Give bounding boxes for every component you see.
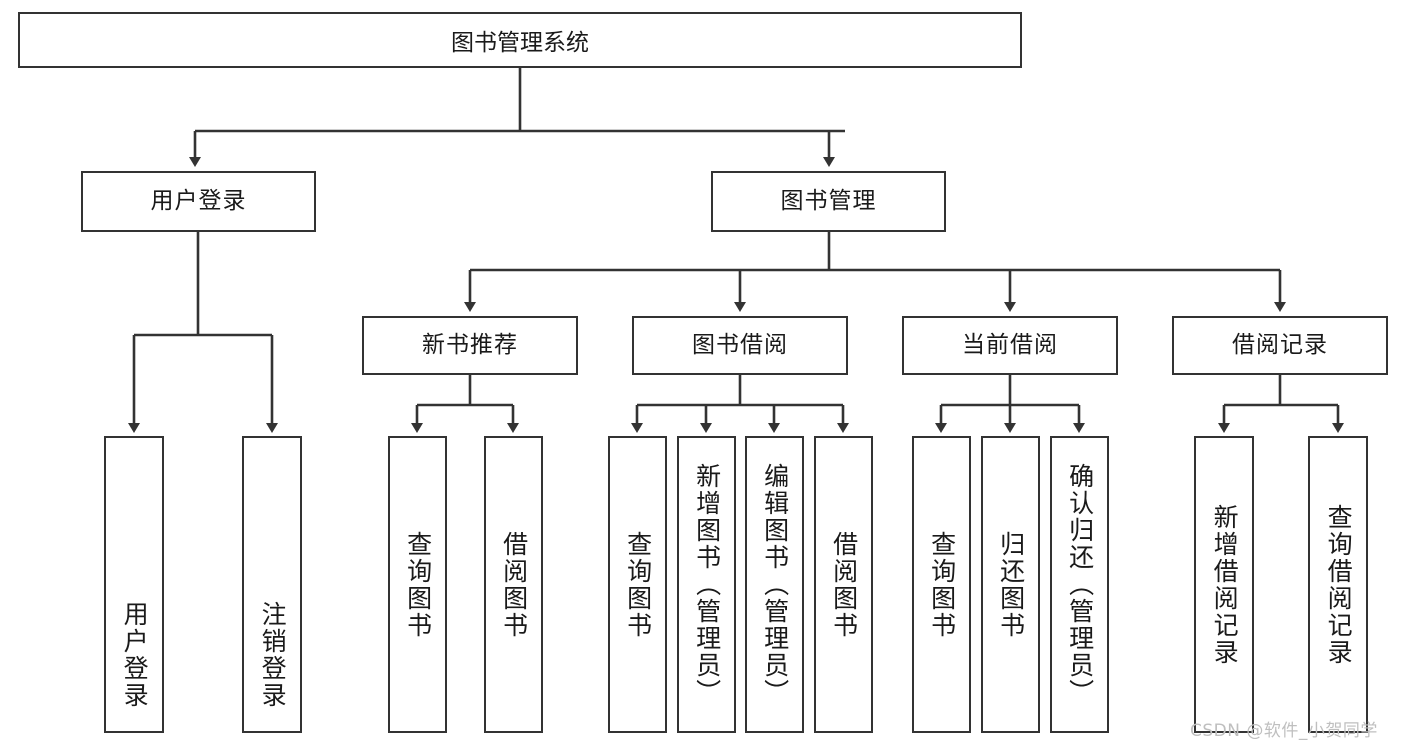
csdn-watermark: CSDN @软件_小贺同学 [1190,721,1378,741]
node-current-borrow[interactable]: 当前借阅 [902,316,1118,375]
leaf-bb-query-book[interactable]: 查询图书 [608,436,667,733]
leaf-nb-query-book-label: 查询图书 [403,530,433,639]
node-current-borrow-label: 当前借阅 [962,331,1058,358]
leaf-cb-return-book[interactable]: 归还图书 [981,436,1040,733]
node-root-system[interactable]: 图书管理系统 [18,12,1022,68]
node-borrow-record-label: 借阅记录 [1232,331,1328,358]
leaf-br-query-record[interactable]: 查询借阅记录 [1308,436,1368,733]
leaf-cb-query-book[interactable]: 查询图书 [912,436,971,733]
node-new-book-recommend[interactable]: 新书推荐 [362,316,578,375]
leaf-user-login-label: 用户登录 [120,601,150,709]
leaf-bb-add-book-label: 新增图书（管理员） [692,463,722,706]
leaf-bb-query-book-label: 查询图书 [623,530,653,639]
leaf-cb-confirm-return[interactable]: 确认归还（管理员） [1050,436,1109,733]
node-book-borrow-label: 图书借阅 [692,331,788,358]
leaf-br-add-record-label: 新增借阅记录 [1210,503,1240,666]
leaf-bb-borrow-book-label: 借阅图书 [829,530,859,639]
node-user-login-label: 用户登录 [150,187,247,214]
leaf-nb-borrow-book-label: 借阅图书 [499,530,529,639]
node-root-label: 图书管理系统 [451,30,589,56]
node-book-manage-label: 图书管理 [780,187,877,214]
leaf-bb-edit-book[interactable]: 编辑图书（管理员） [745,436,804,733]
node-new-book-recommend-label: 新书推荐 [422,331,518,358]
leaf-nb-borrow-book[interactable]: 借阅图书 [484,436,543,733]
leaf-cb-query-book-label: 查询图书 [927,530,957,639]
leaf-br-query-record-label: 查询借阅记录 [1324,503,1354,666]
node-borrow-record[interactable]: 借阅记录 [1172,316,1388,375]
leaf-bb-add-book[interactable]: 新增图书（管理员） [677,436,736,733]
leaf-cb-return-book-label: 归还图书 [996,530,1026,639]
node-book-manage[interactable]: 图书管理 [711,171,946,232]
leaf-cb-confirm-return-label: 确认归还（管理员） [1065,463,1095,706]
leaf-br-add-record[interactable]: 新增借阅记录 [1194,436,1254,733]
node-book-borrow[interactable]: 图书借阅 [632,316,848,375]
leaf-bb-edit-book-label: 编辑图书（管理员） [760,463,790,706]
leaf-user-login[interactable]: 用户登录 [104,436,164,733]
leaf-logout[interactable]: 注销登录 [242,436,302,733]
leaf-nb-query-book[interactable]: 查询图书 [388,436,447,733]
leaf-logout-label: 注销登录 [258,601,288,709]
node-user-login[interactable]: 用户登录 [81,171,316,232]
leaf-bb-borrow-book[interactable]: 借阅图书 [814,436,873,733]
